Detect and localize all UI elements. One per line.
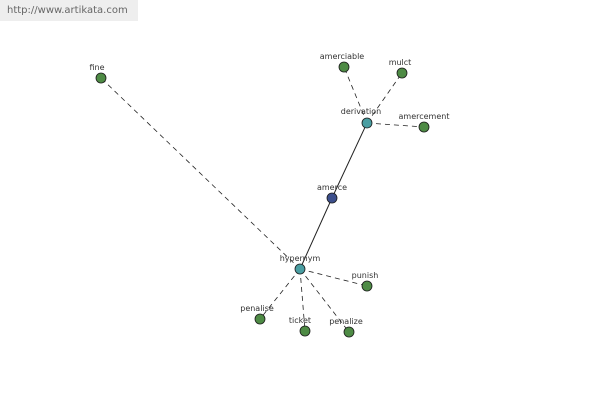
node-amerciable[interactable] — [338, 61, 350, 73]
graph-edges — [100, 66, 425, 333]
node-derivation[interactable] — [361, 117, 373, 129]
node-amercement[interactable] — [418, 121, 430, 133]
edge-hypernym-punish — [299, 268, 368, 287]
node-punish[interactable] — [361, 280, 373, 292]
label-amercement[interactable]: amercement — [399, 112, 450, 121]
node-hypernym[interactable] — [294, 263, 306, 275]
label-penalize[interactable]: penalize — [329, 317, 363, 326]
node-ticket[interactable] — [299, 325, 311, 337]
label-punish[interactable]: punish — [352, 271, 379, 280]
label-hypernym[interactable]: hypernym — [280, 254, 321, 263]
edge-derivation-amercement — [366, 122, 425, 128]
label-amerciable[interactable]: amerciable — [320, 52, 365, 61]
edge-hypernym-ticket — [299, 268, 306, 332]
graph-nodes — [95, 61, 430, 338]
label-derivation[interactable]: derivation — [341, 107, 381, 116]
edge-hypernym-penalize — [299, 268, 350, 333]
edge-hypernym-penalise — [259, 268, 301, 320]
node-fine[interactable] — [95, 72, 107, 84]
edge-amerce-derivation — [331, 122, 368, 199]
graph-labels: amerce derivation hypernym amerciable mulct a… — [89, 52, 449, 326]
edge-derivation-amerciable — [343, 66, 368, 124]
edge-amerce-hypernym — [299, 197, 333, 270]
label-mulct[interactable]: mulct — [389, 58, 412, 67]
label-amerce[interactable]: amerce — [317, 183, 347, 192]
label-penalise[interactable]: penalise — [240, 304, 274, 313]
edge-derivation-mulct — [366, 72, 403, 124]
node-mulct[interactable] — [396, 67, 408, 79]
label-fine[interactable]: fine — [89, 63, 104, 72]
node-amerce[interactable] — [326, 192, 338, 204]
source-url-banner[interactable]: http://www.artikata.com — [0, 0, 138, 21]
node-penalize[interactable] — [343, 326, 355, 338]
node-penalise[interactable] — [254, 313, 266, 325]
label-ticket[interactable]: ticket — [289, 316, 311, 325]
edge-hypernym-fine — [100, 77, 301, 270]
